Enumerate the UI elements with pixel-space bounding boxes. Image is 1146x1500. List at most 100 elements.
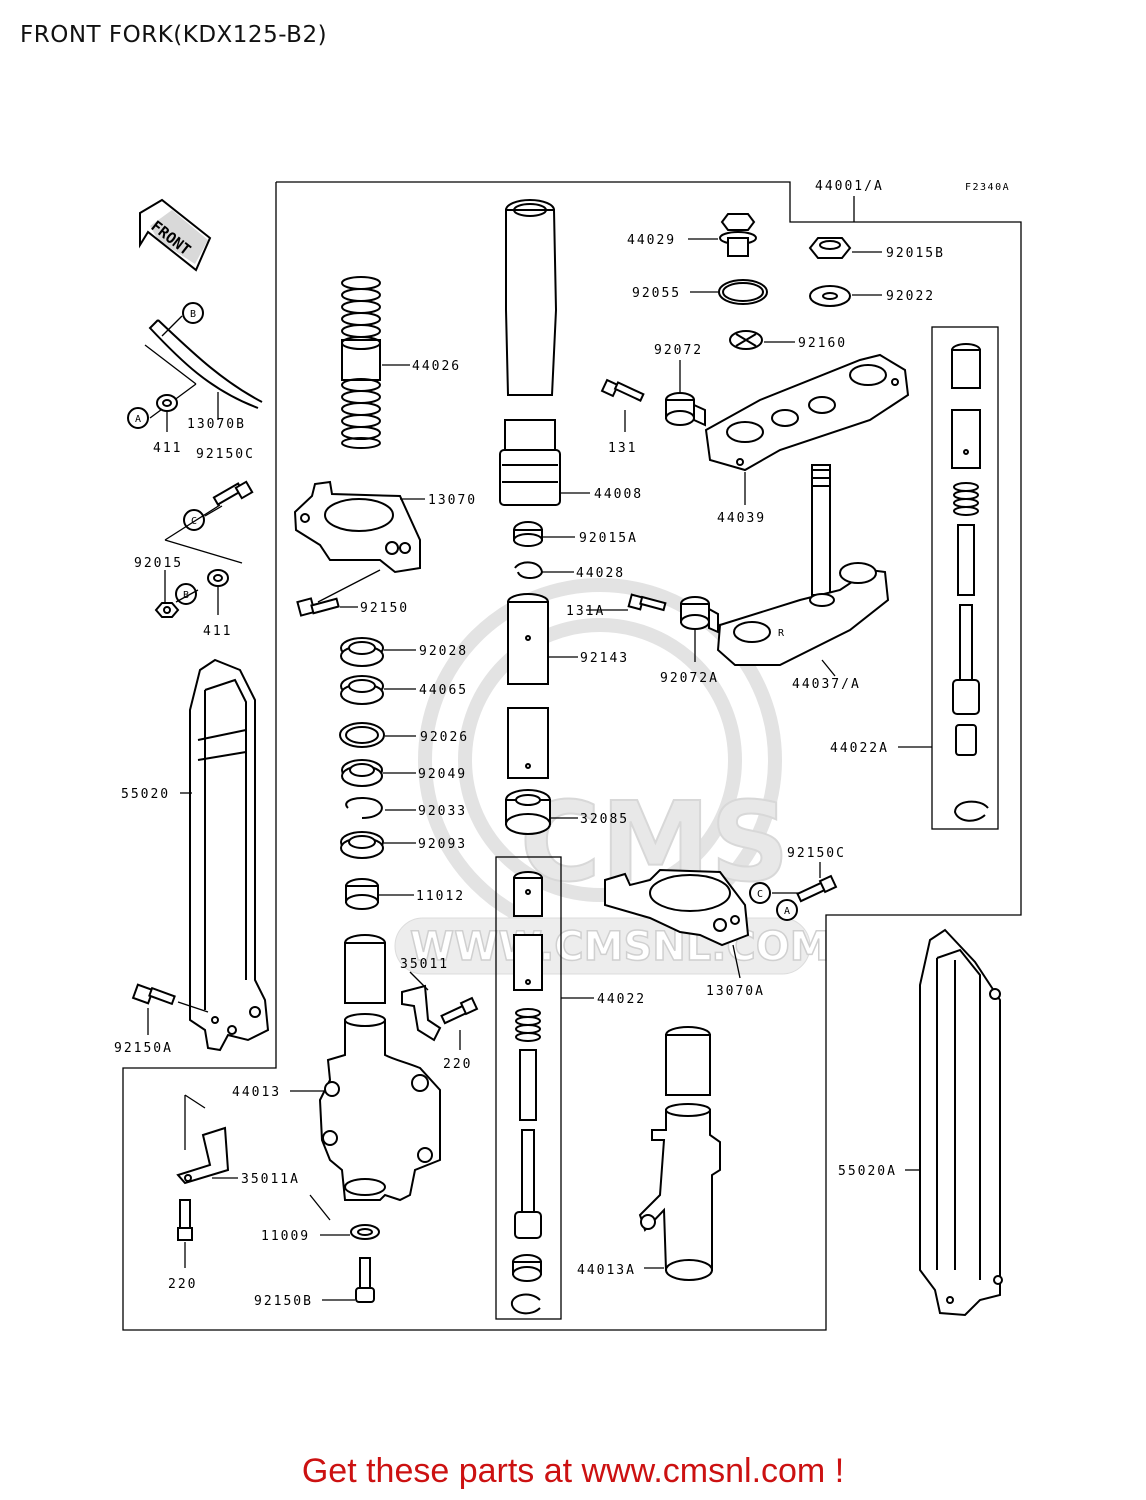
callout-92015B: 92015B (886, 246, 945, 261)
callout-131: 131 (608, 441, 637, 456)
part-92150-bolt (296, 597, 340, 617)
part-44013A-outer-tube (638, 1026, 721, 1281)
group-frame-44022A (931, 326, 999, 830)
callout-55020A: 55020A (838, 1164, 897, 1179)
ref-circle-A-left: A (127, 407, 149, 429)
svg-text:B: B (190, 309, 196, 320)
callout-220-lower: 220 (168, 1277, 197, 1292)
part-32085 (505, 789, 551, 835)
group-frame-44022 (495, 856, 562, 1320)
callout-55020: 55020 (121, 787, 170, 802)
callout-44039: 44039 (717, 511, 766, 526)
footer-link-text[interactable]: Get these parts at www.cmsnl.com ! (301, 1452, 845, 1490)
svg-text:C: C (757, 889, 763, 900)
callout-92015: 92015 (134, 556, 183, 571)
part-92150C-bolt-right (796, 874, 838, 903)
part-411-upper (156, 394, 178, 412)
part-44065 (340, 675, 384, 705)
callout-44001A: 44001/A (815, 179, 884, 194)
callout-92072: 92072 (654, 343, 703, 358)
part-35011-bracket (401, 984, 442, 1042)
part-220-bolt-upper (440, 996, 479, 1025)
part-220-bolt-lower (177, 1199, 193, 1241)
part-92026 (339, 722, 385, 748)
callout-92055: 92055 (632, 286, 681, 301)
callout-13070: 13070 (428, 493, 477, 508)
part-92055-oring (718, 279, 768, 305)
exploded-parts-diagram: CMS WWW.CMSNL.COM F2340A FRONT B A C B C… (114, 179, 1022, 1331)
callout-411-upper: 411 (153, 441, 182, 456)
part-92093 (340, 831, 384, 859)
part-44013-outer-tube (318, 934, 441, 1202)
ref-circle-C-left: C (183, 509, 205, 531)
callout-92049: 92049 (418, 767, 467, 782)
ref-circle-C-right: C (749, 882, 771, 904)
callout-92022: 92022 (886, 289, 935, 304)
callout-44022: 44022 (597, 992, 646, 1007)
callout-92160: 92160 (798, 336, 847, 351)
callout-11012: 11012 (416, 889, 465, 904)
part-92022-washer (809, 285, 851, 307)
part-44037A-lower-triple-clamp: R (716, 464, 890, 666)
callout-411-lower: 411 (203, 624, 232, 639)
group-frame (122, 181, 1022, 1331)
ref-circle-A-right: A (776, 899, 798, 921)
part-131-bolt (600, 378, 645, 402)
callout-220-upper: 220 (443, 1057, 472, 1072)
callout-92150C-left: 92150C (196, 447, 255, 462)
part-92143-spacer (507, 593, 549, 779)
callout-92028: 92028 (419, 644, 468, 659)
part-92015-nut (154, 602, 180, 618)
callout-32085: 32085 (580, 812, 629, 827)
callout-92143: 92143 (580, 651, 629, 666)
figure-code: F2340A (965, 182, 1010, 193)
part-55020A-fork-guard (919, 928, 1003, 1317)
part-44026-spring (341, 276, 381, 449)
part-131A-bolt (627, 593, 667, 612)
part-92150C-left (212, 480, 254, 506)
callout-92150C-right: 92150C (787, 846, 846, 861)
part-13070A-upper-bracket (604, 868, 750, 947)
diagram-title: FRONT FORK(KDX125-B2) (20, 22, 328, 48)
part-13070-lower-bracket (293, 480, 421, 574)
callout-44022A: 44022A (830, 741, 889, 756)
callout-44013A: 44013A (577, 1263, 636, 1278)
callout-92072A: 92072A (660, 671, 719, 686)
callout-44037A: 44037/A (792, 677, 861, 692)
svg-text:A: A (784, 906, 790, 917)
callout-92026: 92026 (420, 730, 469, 745)
callout-92150: 92150 (360, 601, 409, 616)
callout-44028: 44028 (576, 566, 625, 581)
callout-131A: 131A (566, 604, 605, 619)
svg-text:R: R (778, 628, 785, 639)
part-92015A-nut (513, 521, 543, 547)
callout-92033: 92033 (418, 804, 467, 819)
part-92160 (729, 330, 763, 350)
front-arrow-icon: FRONT (139, 198, 212, 272)
part-11012 (345, 878, 379, 910)
callout-92015A: 92015A (579, 531, 638, 546)
callout-44013: 44013 (232, 1085, 281, 1100)
part-411-lower (207, 569, 229, 587)
watermark-url: WWW.CMSNL.COM (410, 924, 830, 970)
callout-92093: 92093 (418, 837, 467, 852)
part-44028 (514, 561, 544, 579)
ref-circle-B-top: B (182, 302, 204, 324)
callout-35011A: 35011A (241, 1172, 300, 1187)
callout-11009: 11009 (261, 1229, 310, 1244)
part-35011A-bracket (176, 1126, 230, 1185)
part-92015B-nut (808, 237, 852, 259)
callout-44029: 44029 (627, 233, 676, 248)
part-92072A-collar (680, 596, 719, 634)
part-44029-fork-cap (719, 213, 757, 257)
part-92028 (340, 637, 384, 667)
part-44022-damper (510, 871, 543, 1315)
callout-35011: 35011 (400, 957, 449, 972)
callout-13070A: 13070A (706, 984, 765, 999)
part-44022A-damper (951, 343, 989, 822)
part-92049 (341, 759, 383, 787)
watermark-brand: CMS (520, 778, 789, 906)
callout-92150B: 92150B (254, 1294, 313, 1309)
part-92150A-bolt (131, 983, 176, 1006)
callout-44008: 44008 (594, 487, 643, 502)
